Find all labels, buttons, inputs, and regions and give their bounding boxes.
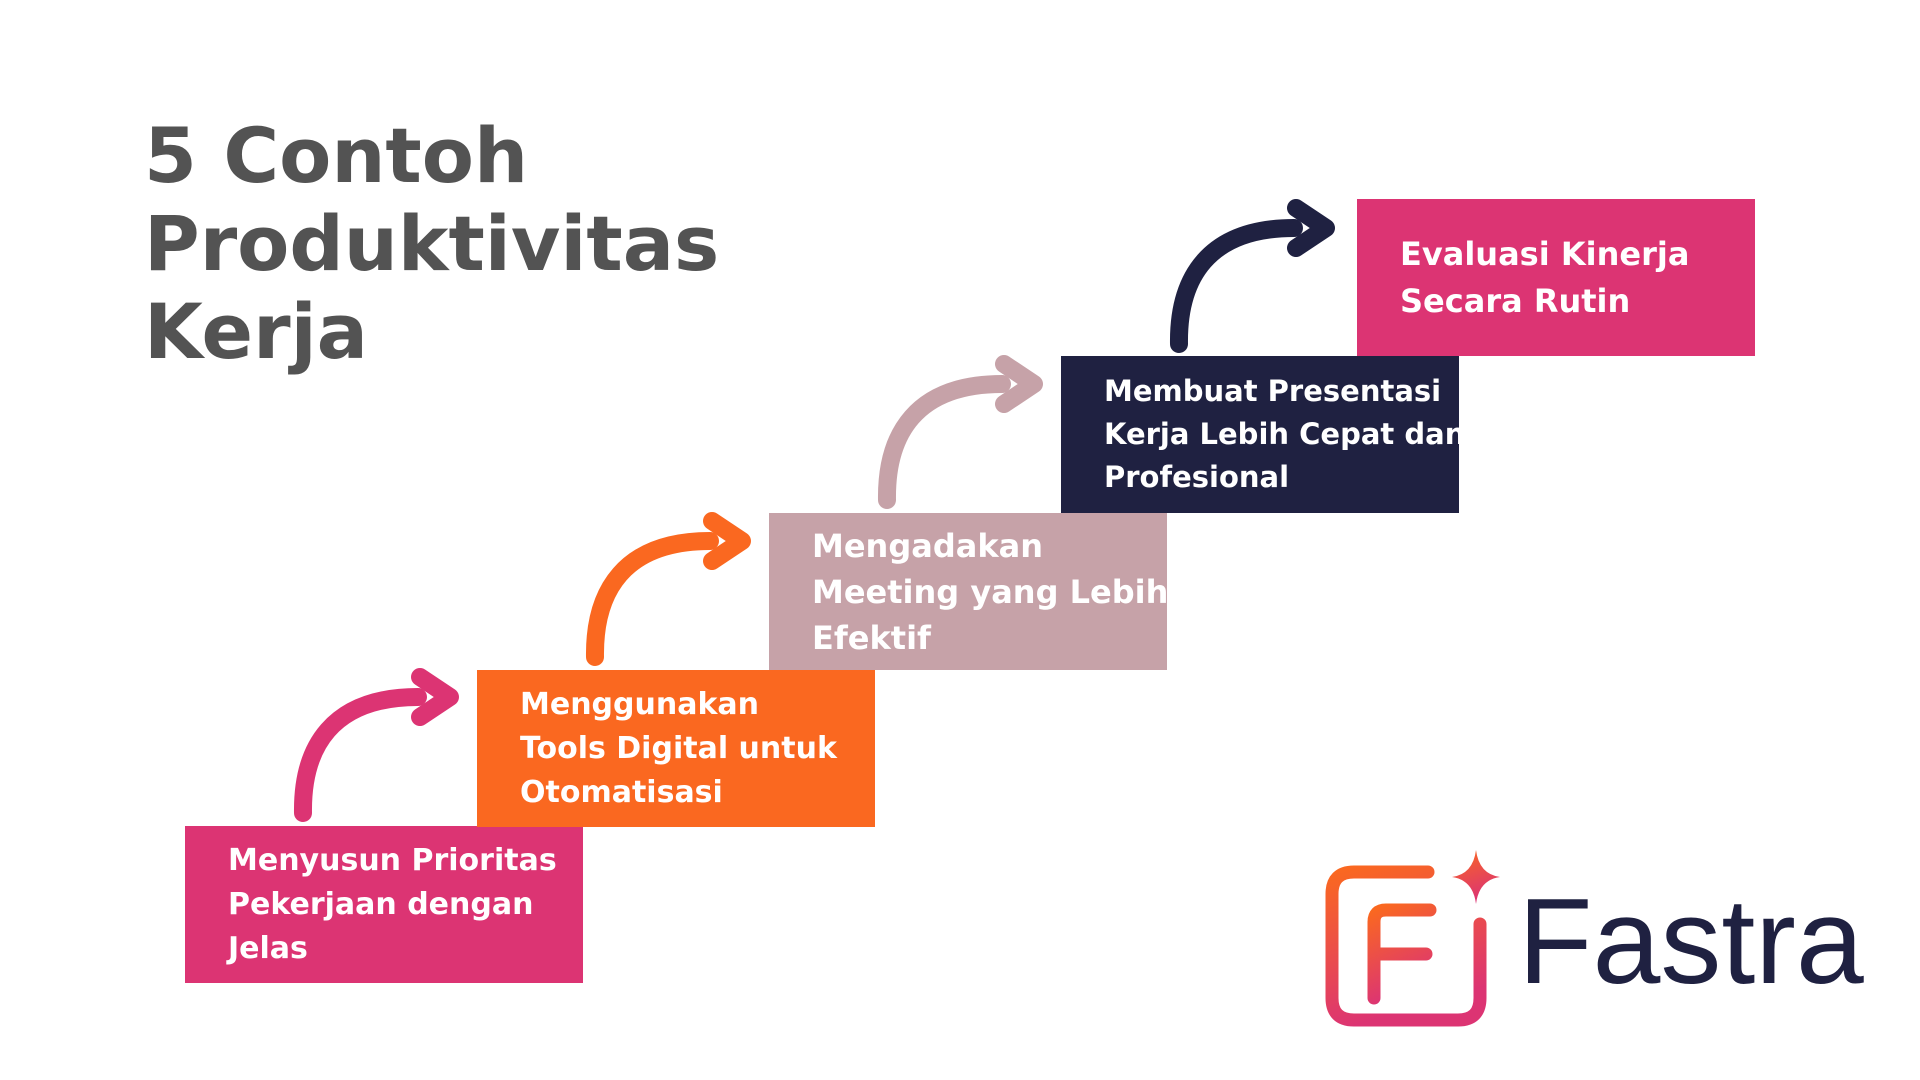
step-text-line: Profesional	[1104, 460, 1290, 494]
curved-arrow-icon	[585, 512, 751, 666]
step-text-line: Efektif	[812, 618, 931, 657]
arrow-shaft	[877, 375, 1011, 509]
brand-name: Fastra	[1518, 873, 1864, 1009]
arrow-head	[995, 355, 1043, 413]
fastra-logo: Fastra	[1316, 850, 1864, 1040]
arrow-head	[703, 512, 751, 570]
step-text-line: Menyusun Prioritas	[228, 842, 557, 878]
step-box-2: Menggunakan Tools Digital untuk Otomatis…	[477, 670, 875, 827]
arrow-shaft	[585, 532, 719, 666]
step-text-line: Jelas	[228, 930, 308, 966]
step-text-line: Membuat Presentasi	[1104, 374, 1442, 408]
title-line: Kerja	[144, 287, 368, 376]
step-box-3: Mengadakan Meeting yang Lebih Efektif	[769, 513, 1169, 670]
curved-arrow-icon	[877, 355, 1043, 509]
step-text-line: Evaluasi Kinerja	[1400, 234, 1690, 273]
step-text-line: Kerja Lebih Cepat dan	[1104, 417, 1466, 451]
step-box-5: Evaluasi Kinerja Secara Rutin	[1357, 199, 1755, 356]
step-text-line: Meeting yang Lebih	[812, 572, 1169, 611]
step-box-4: Membuat Presentasi Kerja Lebih Cepat dan…	[1061, 356, 1466, 513]
step-text-line: Tools Digital untuk	[520, 730, 837, 766]
arrow-head	[411, 668, 459, 726]
step-box-1: Menyusun Prioritas Pekerjaan dengan Jela…	[185, 826, 583, 983]
title-line: Produktivitas	[144, 199, 720, 288]
step-text-line: Secara Rutin	[1400, 281, 1631, 320]
step-text-line: Menggunakan	[520, 686, 760, 722]
step-text-line: Mengadakan	[812, 526, 1043, 565]
title-line: 5 Contoh	[144, 111, 529, 200]
step-text-line: Pekerjaan dengan	[228, 886, 534, 922]
sparkle-icon	[1452, 850, 1500, 904]
curved-arrow-icon	[293, 668, 459, 822]
page-title: 5 Contoh Produktivitas Kerja	[144, 112, 719, 376]
arrow-shaft	[1169, 219, 1303, 353]
arrow-head	[1287, 199, 1335, 257]
fastra-logo-icon	[1325, 850, 1500, 1027]
step-text-line: Otomatisasi	[520, 774, 723, 810]
arrow-shaft	[293, 688, 427, 822]
curved-arrow-icon	[1169, 199, 1335, 353]
